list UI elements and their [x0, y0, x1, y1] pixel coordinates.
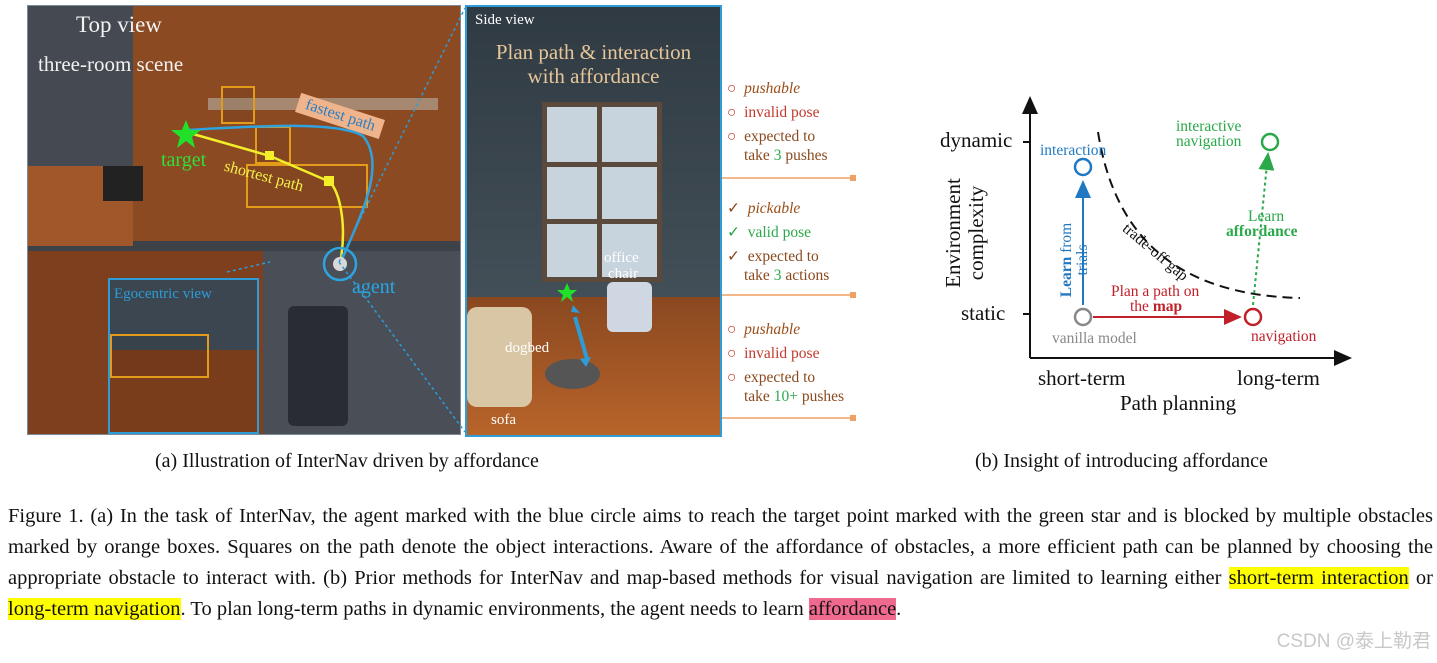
expected-text-pre: take	[744, 147, 774, 164]
learn-rest: from	[1058, 223, 1075, 257]
circle-mark-icon: ○	[727, 104, 736, 121]
office-label-2: chair	[608, 266, 638, 283]
chart-point-1	[1075, 159, 1091, 175]
expected-text-pre: take	[744, 388, 774, 405]
caption-part-1: Figure 1. (a) In the task of InterNav, t…	[8, 505, 1433, 589]
learn-affordance-label-2: affordance	[1226, 223, 1297, 241]
pose-validity: invalid pose	[744, 104, 819, 121]
expected-text-post: pushes	[798, 388, 844, 405]
highlight-short-term-interaction: short-term interaction	[1229, 567, 1409, 589]
chart-point-0	[1075, 309, 1091, 325]
side-view-image: Side view Plan path & interaction with a…	[465, 5, 722, 437]
office-label-1: office	[604, 250, 639, 267]
learn-bold: Learn	[1058, 257, 1075, 297]
check-mark-icon: ✓	[727, 248, 740, 265]
side-view-overlay	[467, 7, 720, 435]
check-mark-icon: ✓	[727, 224, 740, 241]
pose-validity: invalid pose	[744, 345, 819, 362]
expected-text-pre: take	[744, 267, 774, 284]
sofa-label: sofa	[491, 412, 516, 429]
figure-caption: Figure 1. (a) In the task of InterNav, t…	[8, 501, 1433, 625]
expected-count: 10+	[774, 388, 798, 405]
interaction-arrow	[575, 317, 587, 359]
chart-point-3	[1262, 134, 1278, 150]
x-tick-short-term: short-term	[1038, 366, 1125, 391]
affordance-type: pushable	[744, 321, 800, 338]
circle-mark-icon: ○	[727, 369, 736, 386]
dogbed-label: dogbed	[505, 340, 549, 357]
point-label-interaction: interaction	[1040, 142, 1106, 160]
x-tick-long-term: long-term	[1237, 366, 1320, 391]
pose-validity: valid pose	[748, 224, 811, 241]
circle-mark-icon: ○	[727, 321, 736, 338]
plan-path-label-2: the map	[1130, 298, 1182, 316]
expected-text: expected to	[744, 369, 815, 386]
plan-path-pre: the	[1130, 298, 1153, 315]
plan-path-bold: map	[1153, 298, 1182, 315]
insight-chart: dynamic static short-term long-term Path…	[930, 90, 1360, 430]
affordance-type: pushable	[744, 80, 800, 97]
annotation-group-2: ✓ pickable ✓ valid pose ✓ expected to ta…	[727, 199, 829, 285]
caption-a: (a) Illustration of InterNav driven by a…	[155, 450, 539, 473]
y-axis-label: Environment complexity	[942, 143, 988, 323]
expected-text: expected to	[744, 128, 815, 145]
x-axis-label: Path planning	[1120, 391, 1236, 416]
caption-part-3: . To plan long-term paths in dynamic env…	[181, 598, 809, 620]
circle-mark-icon: ○	[727, 128, 736, 145]
caption-part-2: or	[1409, 567, 1433, 589]
highlight-long-term-navigation: long-term navigation	[8, 598, 181, 620]
expected-text-post: actions	[781, 267, 829, 284]
highlight-affordance: affordance	[809, 598, 896, 620]
y-axis-label-line2: complexity	[965, 143, 988, 323]
annotation-group-1: ○ pushable ○ invalid pose ○ expected to …	[727, 79, 828, 165]
expected-text-post: pushes	[781, 147, 827, 164]
check-mark-icon: ✓	[727, 200, 740, 217]
y-axis-label-line1: Environment	[942, 143, 965, 323]
expected-text: expected to	[748, 248, 819, 265]
point-label-vanilla: vanilla model	[1052, 330, 1137, 348]
watermark: CSDN @泰上勒君	[1277, 626, 1431, 653]
point-label-navigation-green: navigation	[1176, 133, 1241, 151]
caption-b: (b) Insight of introducing affordance	[975, 450, 1268, 473]
affordance-type: pickable	[748, 200, 801, 217]
learn-from-trials-label: Learn from trials	[1059, 215, 1091, 305]
chart-point-2	[1245, 309, 1261, 325]
caption-part-4: .	[896, 598, 901, 620]
target-star-icon	[557, 283, 577, 302]
point-label-navigation: navigation	[1251, 328, 1316, 346]
learn-trials: trials	[1075, 215, 1091, 305]
circle-mark-icon: ○	[727, 80, 736, 97]
circle-mark-icon: ○	[727, 345, 736, 362]
annotation-group-3: ○ pushable ○ invalid pose ○ expected to …	[727, 320, 844, 406]
